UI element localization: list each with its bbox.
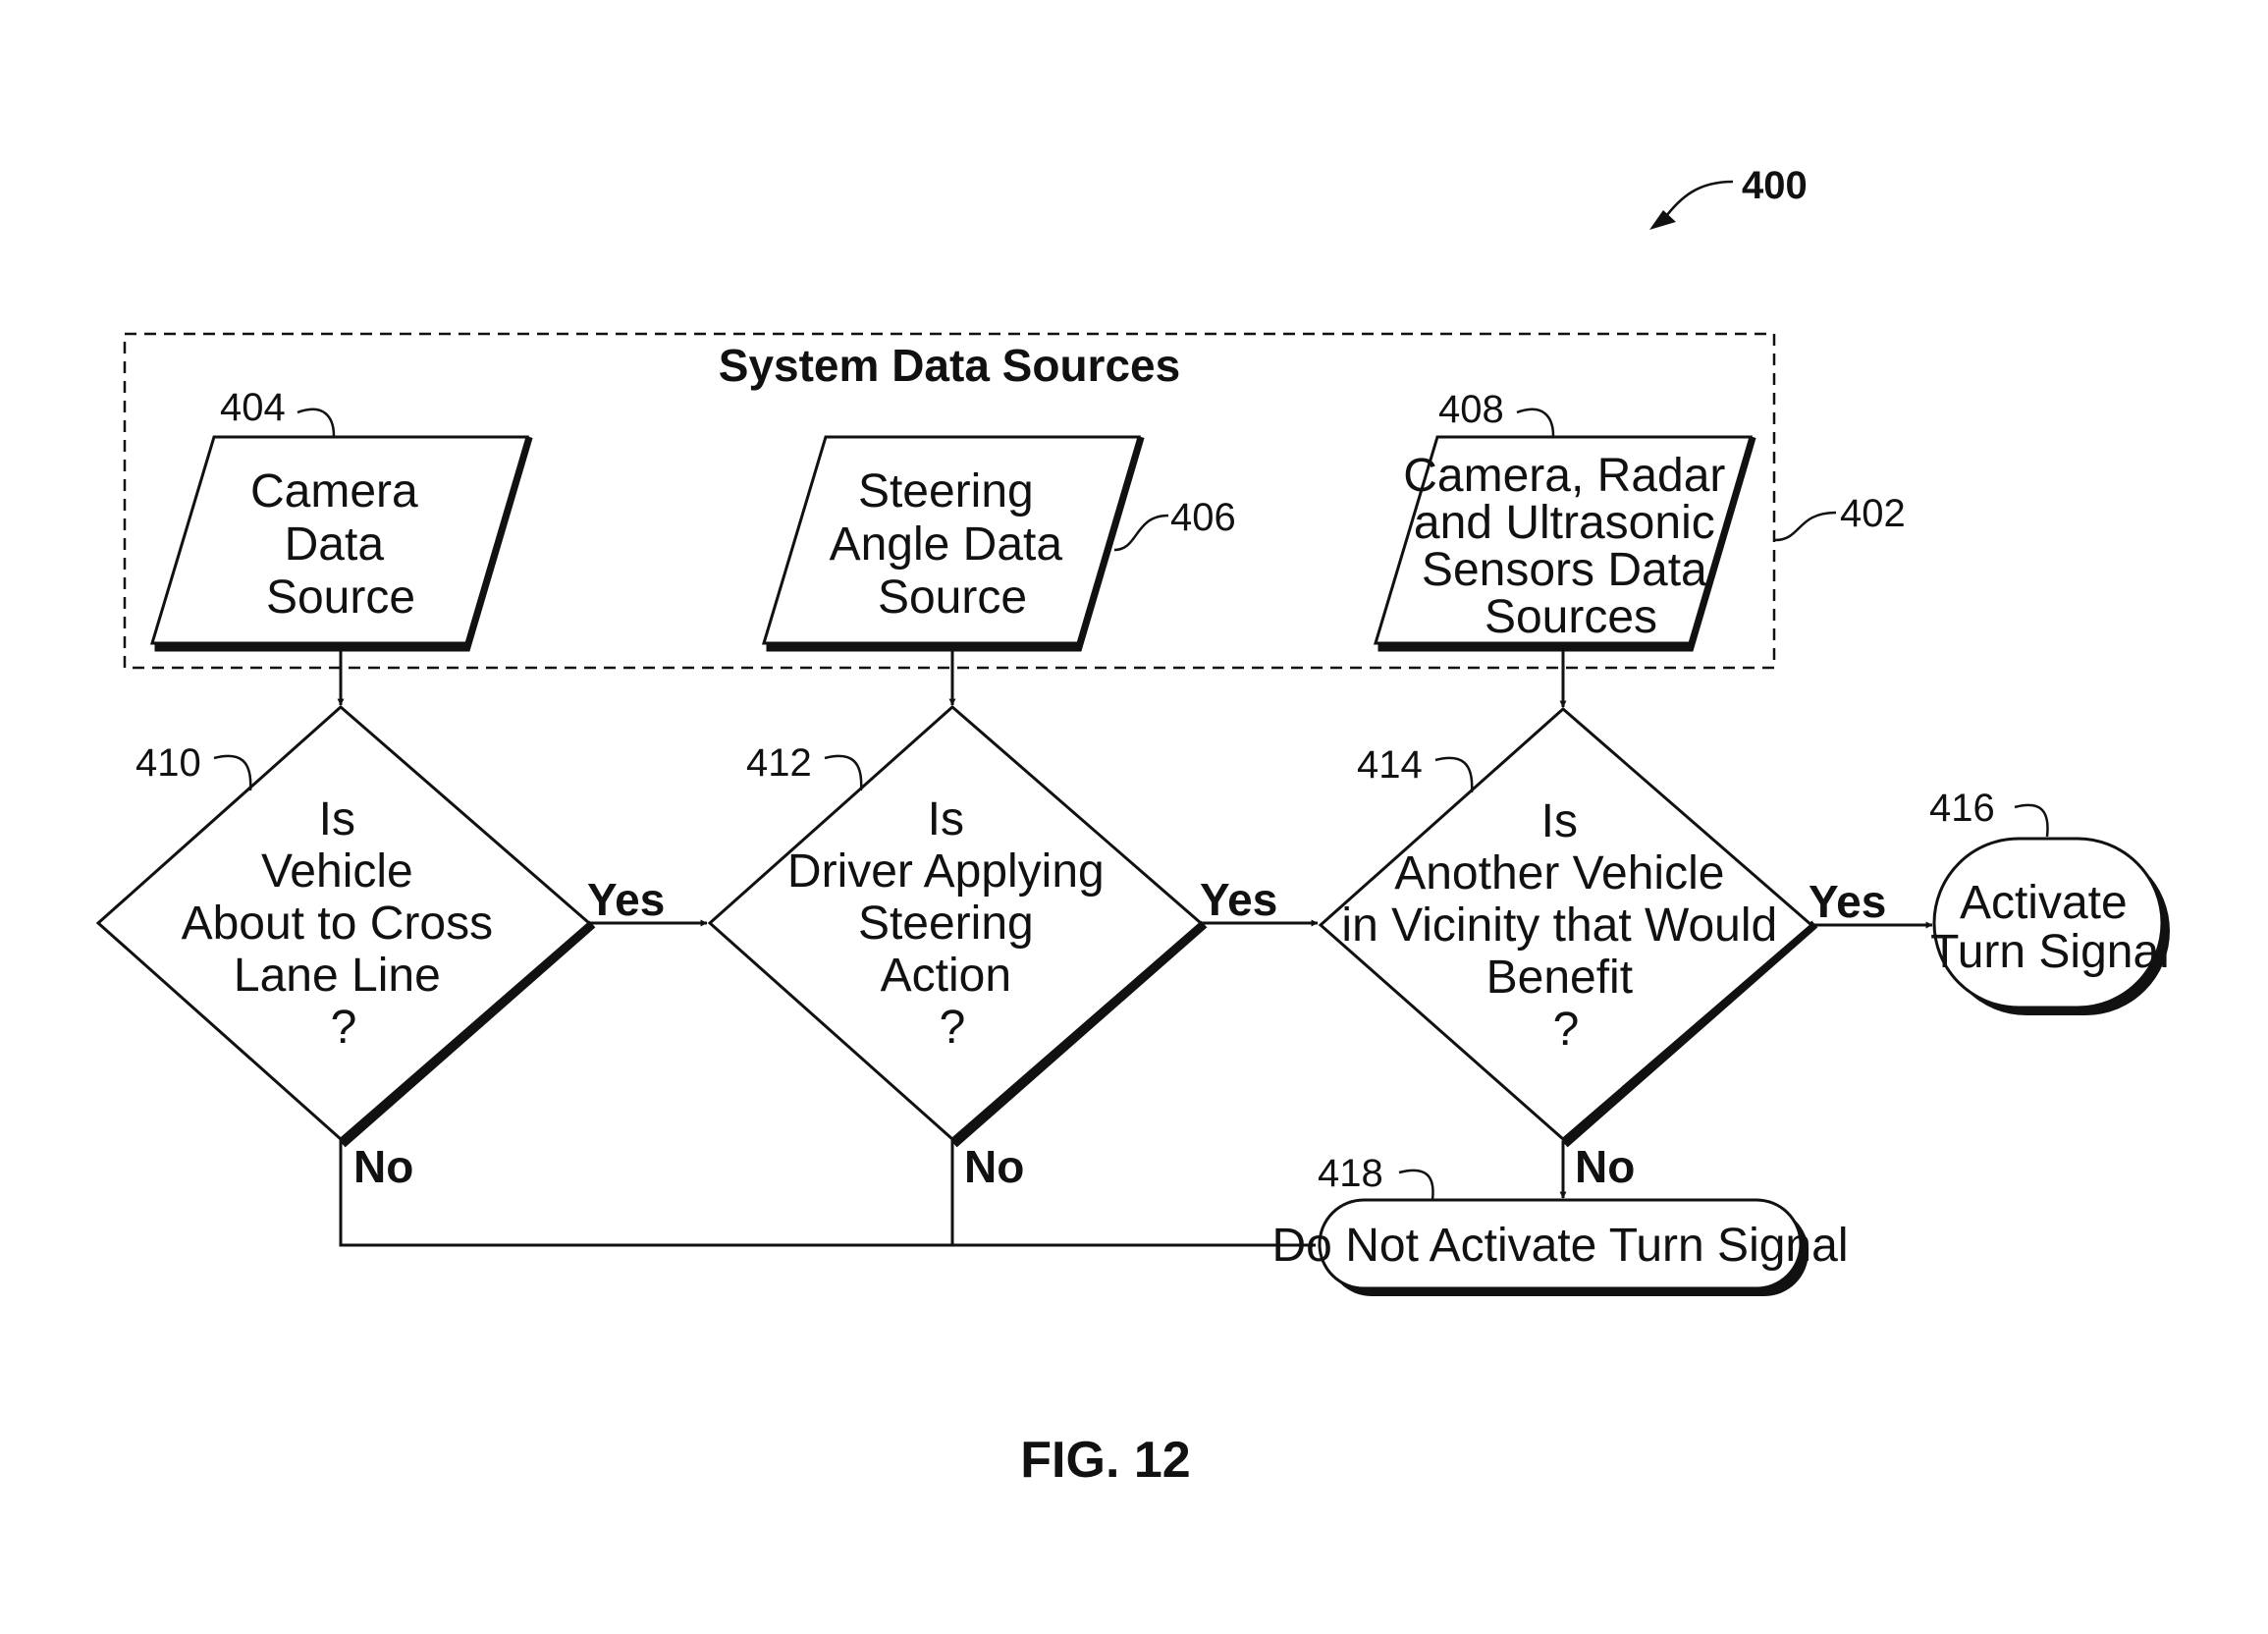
source-404-ref: 404 — [220, 386, 286, 429]
group-title: System Data Sources — [719, 340, 1180, 391]
source-408-leader — [1516, 408, 1555, 437]
edge-414-yes-label: Yes — [1809, 876, 1886, 927]
terminal-416-ref: 416 — [1929, 787, 1995, 830]
figure-ref-label: 400 — [1742, 164, 1808, 207]
decision-driver-steering-label: Is Driver Applying Steering Action ? — [787, 793, 1117, 1054]
edge-410-no-label: No — [353, 1141, 413, 1192]
decision-412-leader — [824, 754, 863, 791]
source-camera-data: Camera Data Source — [149, 435, 533, 652]
source-steering-angle-label: Steering Angle Data Source — [830, 465, 1076, 624]
decision-412-ref: 412 — [746, 741, 812, 785]
terminal-418-ref: 418 — [1318, 1152, 1383, 1195]
terminal-activate-turn-signal-label: Activate Turn Signal — [1930, 877, 2170, 978]
source-camera-radar-ultrasonic-label: Camera, Radar and Ultrasonic Sensors Dat… — [1403, 450, 1738, 643]
decision-another-vehicle-label: Is Another Vehicle in Vicinity that Woul… — [1341, 795, 1790, 1056]
edge-414-no-label: No — [1575, 1141, 1635, 1192]
decision-410-ref: 410 — [135, 741, 201, 785]
figure-ref-pointer — [1649, 180, 1734, 230]
terminal-do-not-activate-label: Do Not Activate Turn Signal — [1272, 1220, 1849, 1272]
group-ref-leader — [1774, 511, 1837, 542]
system-data-sources-group — [123, 332, 1776, 670]
source-camera-radar-ultrasonic: Camera, Radar and Ultrasonic Sensors Dat… — [1373, 435, 1756, 652]
decision-another-vehicle: Is Another Vehicle in Vicinity that Woul… — [1318, 707, 1818, 1148]
edge-412-no-label: No — [964, 1141, 1024, 1192]
decision-driver-steering: Is Driver Applying Steering Action ? — [707, 705, 1208, 1148]
decision-410-leader — [213, 754, 252, 791]
source-408-ref: 408 — [1438, 388, 1504, 431]
edge-410-no-to-418 — [339, 1139, 1317, 1249]
source-406-ref: 406 — [1170, 496, 1236, 539]
group-ref-label: 402 — [1840, 492, 1906, 535]
terminal-activate-turn-signal: Activate Turn Signal — [1930, 837, 2170, 1015]
source-steering-angle: Steering Angle Data Source — [761, 435, 1145, 652]
source-404-leader — [297, 408, 336, 437]
terminal-418-leader — [1398, 1169, 1434, 1201]
source-camera-data-label: Camera Data Source — [250, 465, 431, 624]
terminal-do-not-activate: Do Not Activate Turn Signal — [1272, 1198, 1849, 1296]
edge-410-yes-label: Yes — [587, 874, 665, 925]
decision-cross-lane-line-label: Is Vehicle About to Cross Lane Line ? — [182, 793, 507, 1054]
figure-caption: FIG. 12 — [1020, 1432, 1190, 1489]
terminal-416-leader — [2014, 803, 2049, 838]
decision-414-ref: 414 — [1357, 743, 1423, 787]
source-406-leader — [1113, 514, 1169, 552]
decision-414-leader — [1434, 756, 1474, 793]
edge-412-yes-label: Yes — [1200, 874, 1277, 925]
